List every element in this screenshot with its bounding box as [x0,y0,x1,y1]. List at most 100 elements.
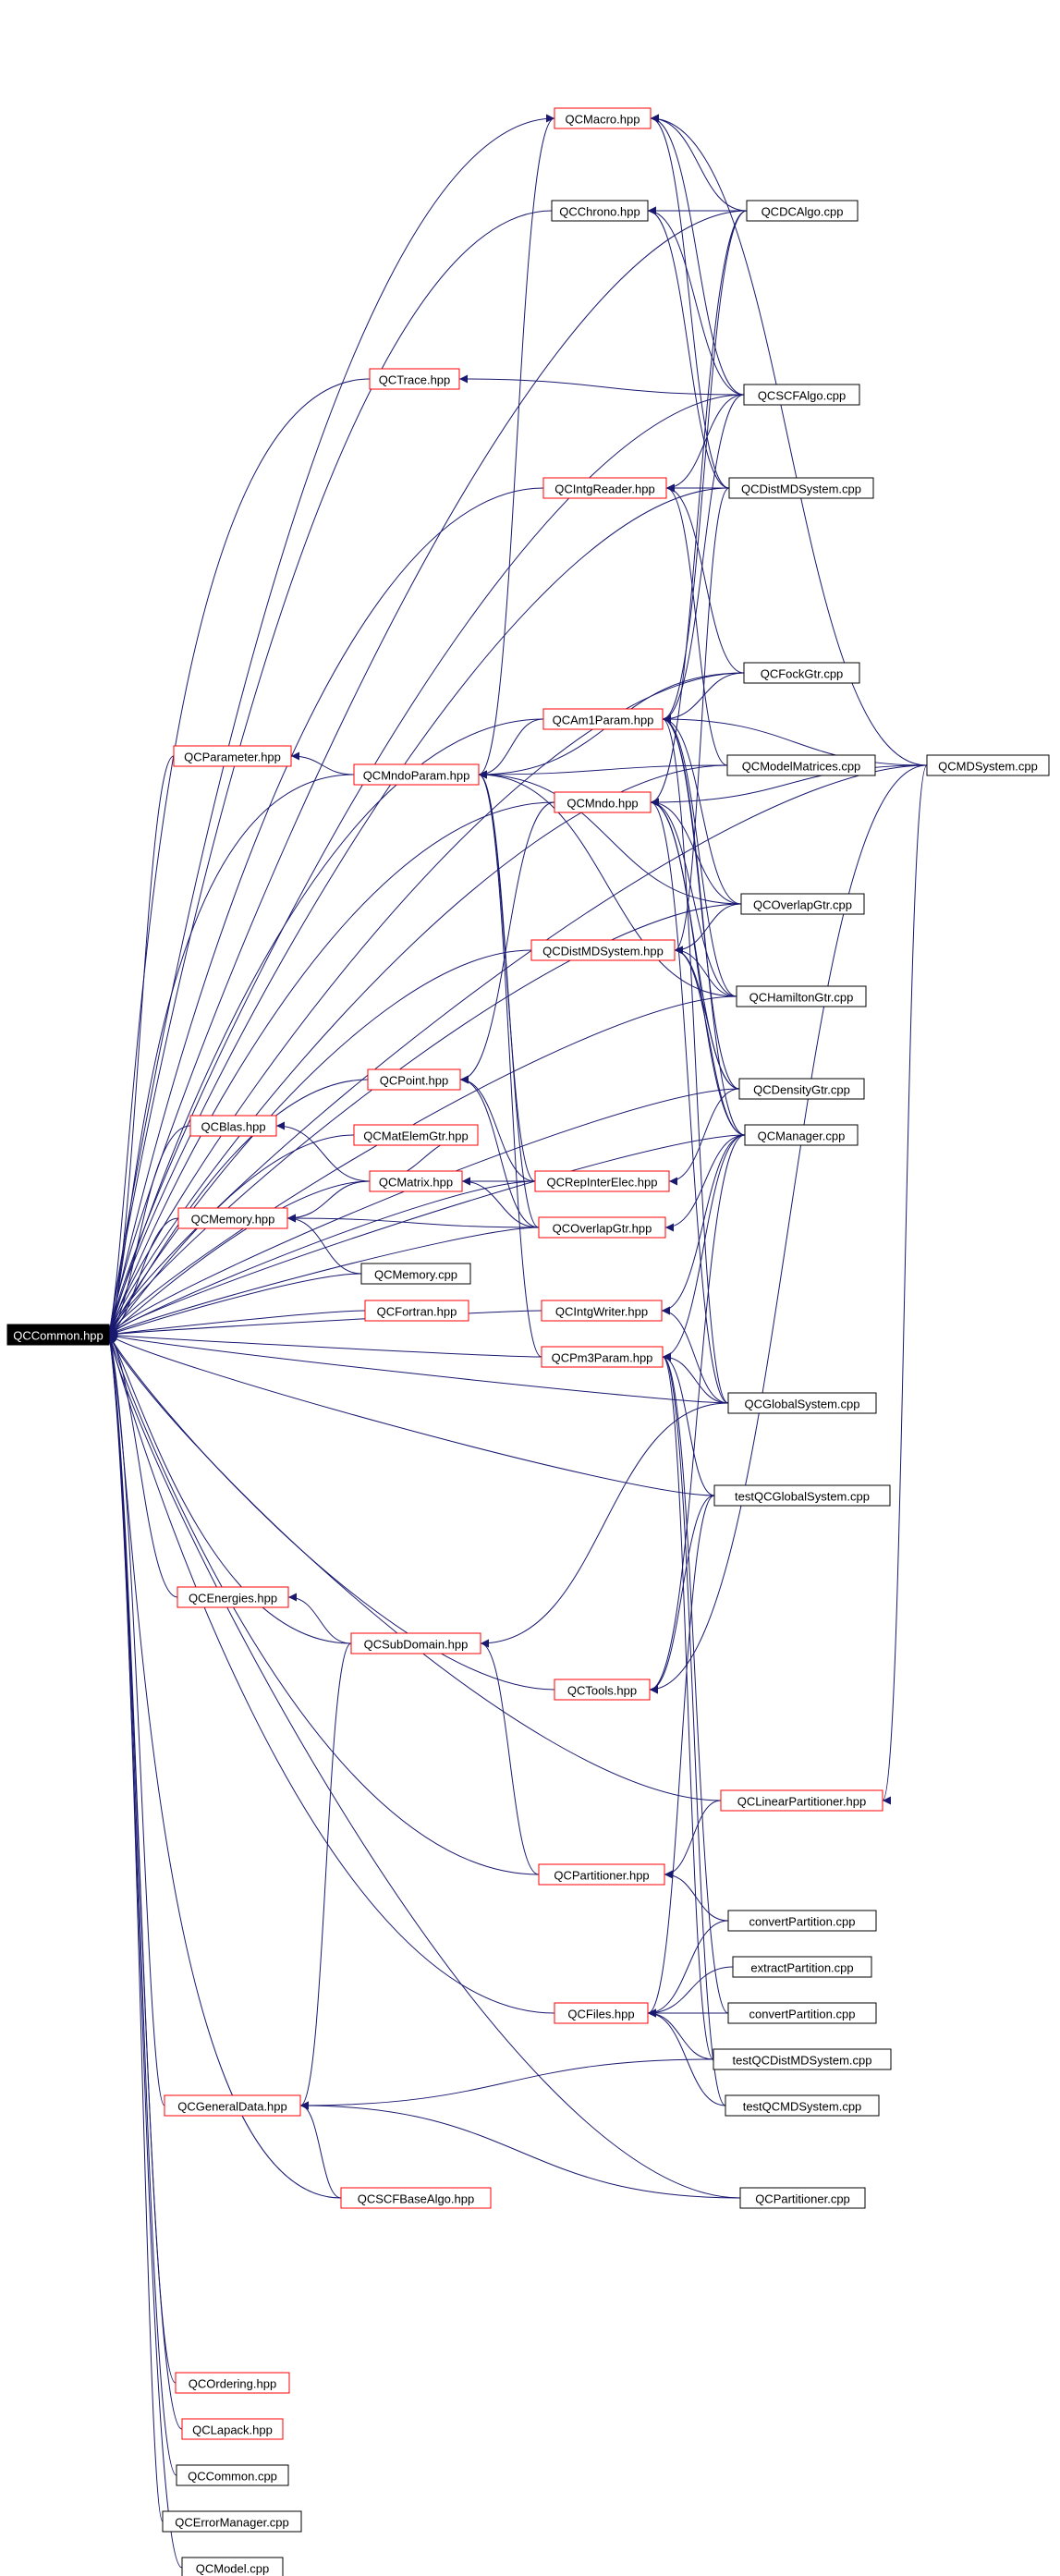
node-box [189,1115,277,1137]
node-qcgeneraldata_hpp[interactable]: QCGeneralData.hpp [164,2094,301,2117]
node-qcchrono_hpp[interactable]: QCChrono.hpp [551,200,649,222]
edge-qcmdsystem_cpp-to-qclinearpartitioner_hpp [882,764,928,1805]
node-box [353,763,480,786]
node-qccommon_cpp[interactable]: QCCommon.cpp [176,2464,289,2486]
edge-qcglobalsystem_cpp-to-qcsubdomain_hpp [480,1402,729,1648]
node-qcfockgtr_cpp[interactable]: QCFockGtr.cpp [743,662,860,684]
edge-qcmndoparam_hpp-to-qcparameter_hpp [290,751,355,775]
node-box [727,1392,877,1414]
node-label: QCMatElemGtr.hpp [363,1129,468,1143]
node-label: QCSCFAlgo.cpp [758,389,846,403]
node-testqcglobalsystem_cpp[interactable]: testQCGlobalSystem.cpp [713,1484,891,1507]
node-qcenergies_hpp[interactable]: QCEnergies.hpp [177,1586,289,1608]
node-qcglobalsystem_cpp[interactable]: QCGlobalSystem.cpp [727,1392,877,1414]
node-box [369,368,460,390]
node-box [530,939,676,961]
node-qclinearpartitioner_hpp[interactable]: QCLinearPartitioner.hpp [720,1789,883,1812]
node-qcrepinterelec_hpp[interactable]: QCRepInterElec.hpp [534,1170,670,1192]
node-qcdistmdsystem_hpp[interactable]: QCDistMDSystem.hpp [530,939,676,961]
edge-qcmatrix_hpp-to-qccommon_hpp [108,1180,371,1336]
node-qcam1param_hpp[interactable]: QCAm1Param.hpp [542,708,664,730]
node-convertpartition_cpp_2[interactable]: convertPartition.cpp [727,2002,877,2024]
node-qcdcalgo_cpp[interactable]: QCDCAlgo.cpp [746,200,859,222]
edge-qcmatrix_hpp-to-qcmemory_hpp [286,1180,371,1223]
node-qcscfalgo_cpp[interactable]: QCSCFAlgo.cpp [743,384,860,406]
edge-qcmanager_cpp-to-qcoverlapgtr_hpp [664,1134,746,1232]
node-qcpoint_hpp[interactable]: QCPoint.hpp [367,1068,461,1091]
node-qcmodel_cpp[interactable]: QCModel.cpp [181,2557,284,2576]
edge-qcglobalsystem_cpp-to-qcpm3param_hpp [662,1352,729,1404]
edge-qcoverlapgtr_hpp-to-qcmemory_hpp [286,1214,540,1228]
node-qcoverlapgtr_cpp[interactable]: QCOverlapGtr.cpp [740,893,865,915]
edge-convertpartition_cpp_1-to-qcpartitioner_hpp [664,1870,729,1922]
edge-qcmdsystem_cpp-to-qcam1param_hpp [662,714,928,766]
node-box [727,1910,877,1932]
node-qcmanager_cpp[interactable]: QCManager.cpp [744,1124,859,1146]
node-qcmatrix_hpp[interactable]: QCMatrix.hpp [369,1170,463,1192]
node-label: QCOrdering.hpp [189,2377,276,2391]
node-qchamiltongtr_cpp[interactable]: QCHamiltonGtr.cpp [736,985,867,1007]
node-extractpartition_cpp[interactable]: extractPartition.cpp [732,1956,872,1978]
edge-qcoverlapgtr_cpp-to-qcmndoparam_hpp [478,770,742,905]
edge-qcrepinterelec_hpp-to-qcpoint_hpp [459,1075,536,1182]
edge-qcoverlapgtr_hpp-to-qcmatrix_hpp [461,1177,540,1228]
node-qcmemory_cpp[interactable]: QCMemory.cpp [360,1263,471,1285]
node-qcordering_hpp[interactable]: QCOrdering.hpp [175,2372,290,2394]
node-qccommon_hpp[interactable]: QCCommon.hpp [6,1324,110,1346]
node-qcpm3param_hpp[interactable]: QCPm3Param.hpp [541,1346,664,1368]
node-convertpartition_cpp_1[interactable]: convertPartition.cpp [727,1910,877,1932]
node-qcmemory_hpp[interactable]: QCMemory.hpp [177,1207,288,1229]
edge-qcscfalgo_cpp-to-qctrace_hpp [458,374,745,396]
node-qcmacro_hpp[interactable]: QCMacro.hpp [554,107,652,129]
node-qcintgwriter_hpp[interactable]: QCIntgWriter.hpp [541,1300,663,1322]
node-box [728,477,874,499]
node-box [542,477,667,499]
edge-qcmatelemgtr_hpp-to-qccommon_hpp [108,1134,355,1336]
node-qcpartitioner_hpp[interactable]: QCPartitioner.hpp [538,1863,665,1886]
node-qcfortran_hpp[interactable]: QCFortran.hpp [364,1300,469,1322]
node-qcsubdomain_hpp[interactable]: QCSubDomain.hpp [350,1632,481,1654]
edge-qcglobalsystem_cpp-to-qcintgwriter_hpp [661,1306,729,1404]
edge-qcdistmdsystem_cpp-to-qccommon_hpp [106,487,730,1336]
edge-qcdcalgo_cpp-to-qcmacro_hpp [650,114,748,212]
node-label: QCModel.cpp [196,2562,269,2576]
node-qcerrormanager_cpp[interactable]: QCErrorManager.cpp [162,2510,302,2533]
node-qcoverlapgtr_hpp[interactable]: QCOverlapGtr.hpp [538,1216,666,1239]
node-qcmndoparam_hpp[interactable]: QCMndoParam.hpp [353,763,480,786]
node-qcdensitygtr_cpp[interactable]: QCDensityGtr.cpp [738,1078,865,1100]
node-qcpartitioner_cpp[interactable]: QCPartitioner.cpp [739,2187,866,2209]
node-qclapack_hpp[interactable]: QCLapack.hpp [181,2418,284,2440]
node-testqcmdsystem_cpp[interactable]: testQCMDSystem.cpp [725,2094,880,2117]
edge-qcam1param_hpp-to-qcmndoparam_hpp [478,718,544,779]
node-box [173,745,292,767]
node-qcintgreader_hpp[interactable]: QCIntgReader.hpp [542,477,667,499]
node-qcparameter_hpp[interactable]: QCParameter.hpp [173,745,292,767]
node-box [739,2187,866,2209]
node-testqcdistmdsystem_cpp[interactable]: testQCDistMDSystem.cpp [713,2048,892,2070]
node-qcmatelemgtr_hpp[interactable]: QCMatElemGtr.hpp [353,1124,479,1146]
node-qcdistmdsystem_cpp[interactable]: QCDistMDSystem.cpp [728,477,874,499]
node-qcblas_hpp[interactable]: QCBlas.hpp [189,1115,277,1137]
node-qcscfbasealgo_hpp[interactable]: QCSCFBaseAlgo.hpp [340,2187,492,2209]
edge-qcintgreader_hpp-to-qccommon_hpp [106,487,544,1336]
node-qctrace_hpp[interactable]: QCTrace.hpp [369,368,460,390]
node-qcmdsystem_cpp[interactable]: QCMDSystem.cpp [926,754,1050,776]
edge-qcsubdomain_hpp-to-qccommon_hpp [108,1334,352,1644]
edge-qcenergies_hpp-to-qccommon_hpp [108,1334,178,1598]
node-box [736,985,867,1007]
node-box [360,1263,471,1285]
edge-qctrace_hpp-to-qccommon_hpp [106,378,371,1336]
node-box [369,1170,463,1192]
node-box [554,791,652,813]
edge-qcmndo_hpp-to-qccommon_hpp [107,801,555,1336]
node-qcfiles_hpp[interactable]: QCFiles.hpp [554,2002,649,2024]
node-label: QCCommon.cpp [188,2470,277,2484]
edge-qcmemory_hpp-to-qccommon_hpp [108,1217,179,1336]
edge-qcoverlapgtr_hpp-to-qcmndoparam_hpp [478,770,540,1228]
node-qcmodelmatrices_cpp[interactable]: QCModelMatrices.cpp [726,754,876,776]
edge-qcpm3param_hpp-to-qccommon_hpp [108,1331,542,1358]
edge-qcpm3param_hpp-to-qcmndoparam_hpp [478,770,542,1358]
edge-qcmndoparam_hpp-to-qcmacro_hpp [478,114,555,775]
node-qcmndo_hpp[interactable]: QCMndo.hpp [554,791,652,813]
node-qctools_hpp[interactable]: QCTools.hpp [554,1679,651,1701]
